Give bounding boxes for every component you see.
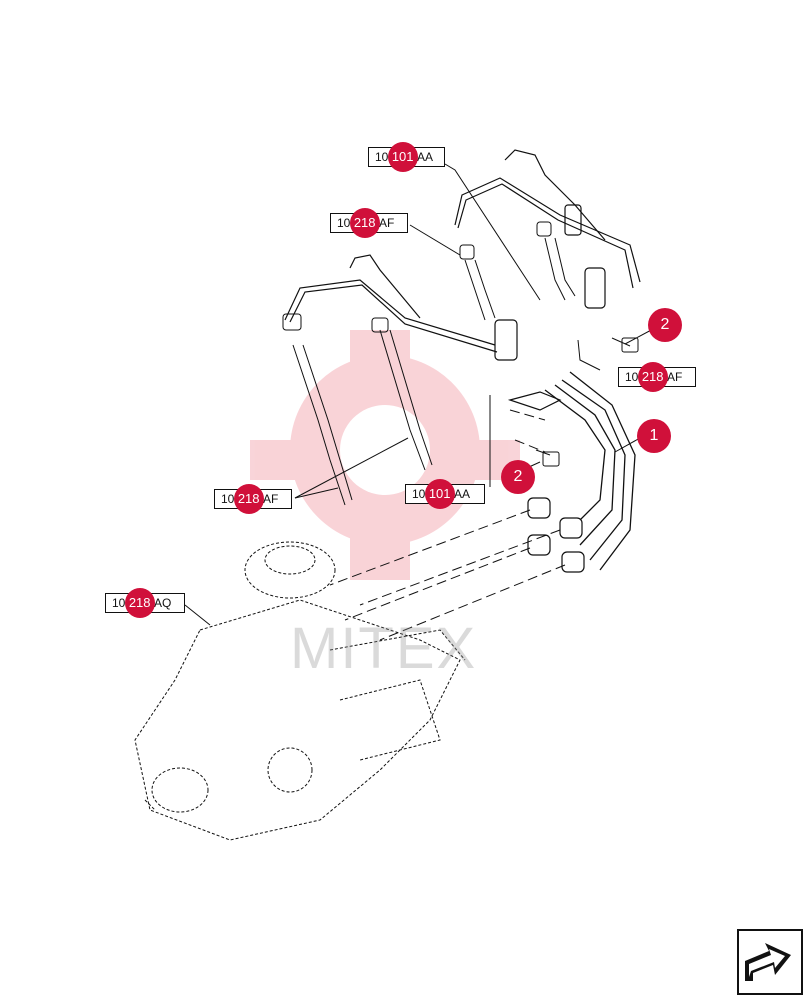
injector-right-1 [459, 244, 496, 321]
ref-post: .AF [375, 216, 395, 230]
ref-pre: 10. [412, 487, 429, 501]
callout-item-2-lower[interactable]: 2 [501, 460, 535, 494]
ref-highlight: 218 [124, 588, 155, 618]
ref-pre: 10. [625, 370, 642, 384]
ref-highlight: 218 [349, 208, 380, 238]
next-page-button[interactable] [737, 929, 803, 995]
bolt-lower [535, 449, 560, 467]
injector-right-2 [536, 221, 576, 301]
callout-item-2-upper[interactable]: 2 [648, 308, 682, 342]
ref-post: .AF [663, 370, 683, 384]
ref-pre: 10. [337, 216, 354, 230]
ref-highlight: 218 [233, 484, 264, 514]
ref-pre: 10. [112, 596, 129, 610]
ref-box-10-218-af-upper[interactable]: 10.218.AF [330, 208, 408, 238]
ref-box-10-218-aq[interactable]: 10.218.AQ [105, 588, 185, 618]
ref-highlight: 101 [387, 142, 418, 172]
callout-item-1[interactable]: 1 [637, 419, 671, 453]
line-clamp [494, 204, 606, 411]
ref-post: .AA [450, 487, 471, 501]
ref-pre: 10. [221, 492, 238, 506]
ref-box-10-101-aa-lower[interactable]: 10.101.AA [405, 479, 485, 509]
ref-post: .AA [413, 150, 434, 164]
injector-left [282, 313, 353, 506]
dashed-guide-lines [329, 409, 566, 641]
ref-box-10-218-af-right[interactable]: 10.218.AF [618, 362, 696, 392]
line-nuts [527, 497, 585, 573]
ref-highlight: 218 [637, 362, 668, 392]
watermark-text: MITEX [290, 616, 478, 681]
injector-middle [371, 317, 433, 471]
ref-post: .AQ [150, 596, 172, 610]
ref-post: .AF [259, 492, 279, 506]
ref-pre: 10. [375, 150, 392, 164]
rear-injection-lines [284, 149, 641, 353]
ref-box-10-101-aa-top[interactable]: 10.101.AA [368, 142, 445, 172]
ref-highlight: 101 [424, 479, 455, 509]
bolt-upper [611, 337, 639, 353]
ref-box-10-218-af-lower[interactable]: 10.218.AF [214, 484, 292, 514]
injection-line-set [544, 371, 636, 571]
injection-pump [134, 541, 466, 841]
next-page-arrow-icon [745, 943, 791, 981]
